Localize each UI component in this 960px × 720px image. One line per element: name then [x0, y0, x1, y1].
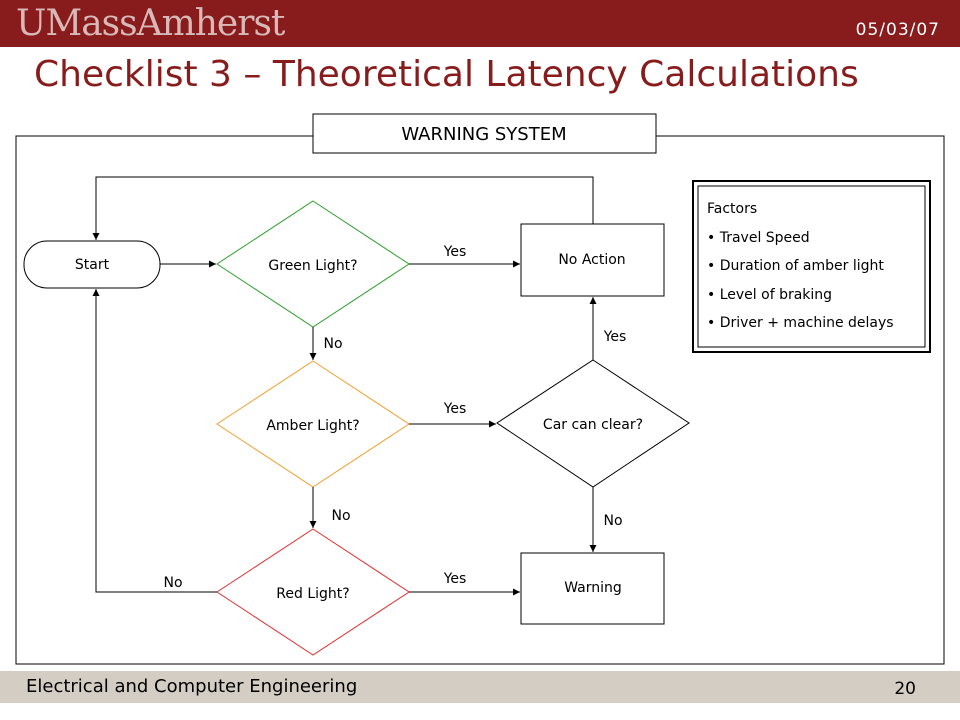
- department-name: Electrical and Computer Engineering: [26, 676, 358, 697]
- start-label: Start: [75, 257, 110, 273]
- start-node: Start: [23, 240, 161, 289]
- slide-title: Checklist 3 – Theoretical Latency Calcul…: [34, 54, 859, 95]
- system-label: WARNING SYSTEM: [401, 124, 566, 145]
- arrow-red-no-to-start: [92, 289, 217, 593]
- header-bar: UMassAmherst 05/03/07: [0, 0, 960, 47]
- warning-label: Warning: [564, 580, 622, 596]
- car-can-clear-label: Car can clear?: [543, 417, 643, 433]
- factors-heading: Factors: [707, 201, 757, 217]
- edge-label-amber-no: No: [331, 508, 350, 524]
- edge-label-red-yes: Yes: [443, 571, 467, 587]
- footer-bar: Electrical and Computer Engineering 20: [0, 671, 960, 703]
- connectors: [92, 176, 597, 596]
- factor-item: • Driver + machine delays: [707, 315, 894, 331]
- edge-label-green-yes: Yes: [443, 244, 467, 260]
- system-label-box: WARNING SYSTEM: [312, 113, 657, 154]
- no-action-label: No Action: [558, 252, 625, 268]
- red-light-decision: Red Light?: [216, 528, 410, 656]
- edge-label-clear-no: No: [603, 513, 622, 529]
- slide-date: 05/03/07: [855, 20, 940, 40]
- green-light-label: Green Light?: [268, 258, 357, 274]
- edge-label-clear-yes: Yes: [603, 329, 627, 345]
- edge-label-amber-yes: Yes: [443, 401, 467, 417]
- no-action-node: No Action: [520, 223, 665, 297]
- factor-item: • Level of braking: [707, 287, 832, 303]
- factor-item: • Travel Speed: [707, 230, 810, 246]
- factors-box: Factors • Travel Speed • Duration of amb…: [692, 180, 931, 353]
- amber-light-decision: Amber Light?: [216, 360, 410, 488]
- edge-label-red-no: No: [163, 575, 182, 591]
- umass-logo: UMassAmherst: [16, 3, 285, 44]
- arrow-no-action-loop-to-start: [92, 176, 594, 240]
- factor-item: • Duration of amber light: [707, 258, 884, 274]
- edge-label-green-no: No: [323, 336, 342, 352]
- red-light-label: Red Light?: [276, 586, 349, 602]
- car-can-clear-decision: Car can clear?: [496, 359, 690, 488]
- page-number: 20: [894, 679, 916, 699]
- green-light-decision: Green Light?: [216, 200, 410, 328]
- amber-light-label: Amber Light?: [266, 418, 359, 434]
- warning-node: Warning: [520, 552, 665, 625]
